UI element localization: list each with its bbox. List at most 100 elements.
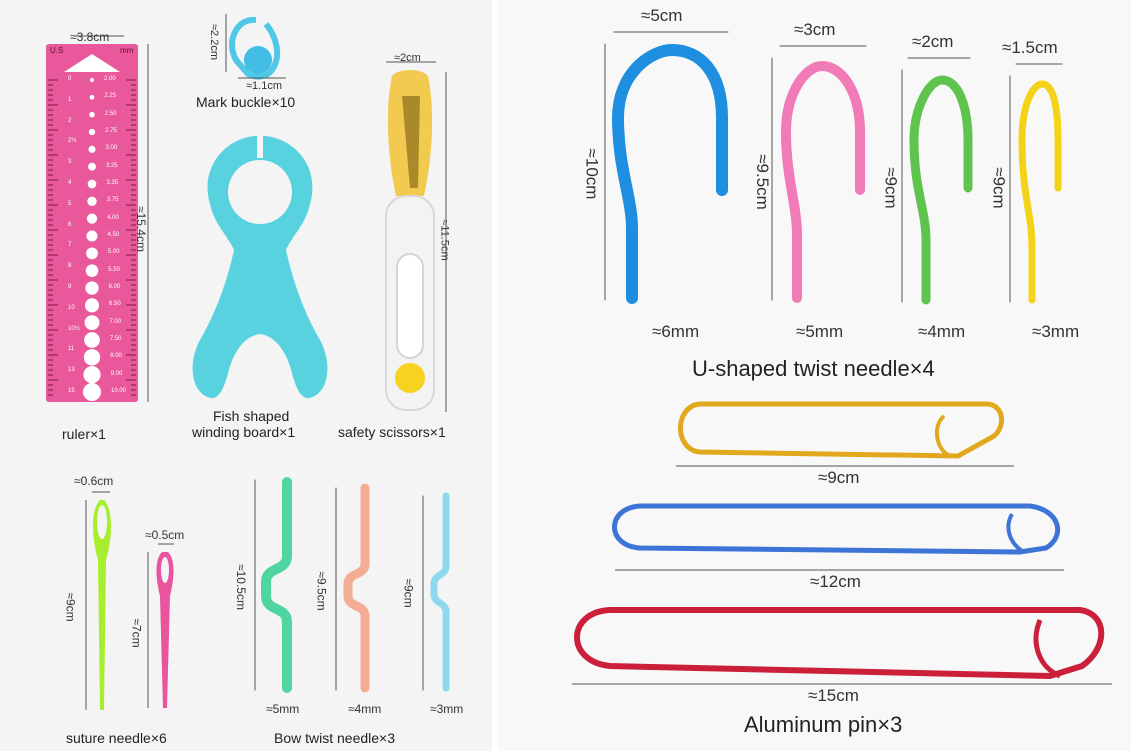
- ruler-gauge-hole: [83, 383, 101, 401]
- panel-divider: [492, 0, 498, 751]
- bow-needle2-diameter-label: ≈4mm: [348, 702, 382, 716]
- scissors-image: [385, 61, 447, 412]
- ruler-length-label: ≈15.4cm: [133, 206, 148, 252]
- mark-buckle-height-label: ≈2.2cm: [208, 24, 220, 60]
- ruler-us-size-label: 2½: [68, 138, 77, 145]
- mark-buckle-image: [225, 14, 286, 80]
- ruler-us-size-label: 13: [68, 367, 75, 374]
- aluminum-caption: Aluminum pin×3: [744, 712, 903, 737]
- bow-caption: Bow twist needle×3: [274, 730, 396, 746]
- ruler-mm-size-label: 4.00: [107, 214, 119, 221]
- u-shaped-needles-image: [604, 31, 1063, 305]
- ruler-caption: ruler×1: [62, 426, 106, 442]
- suture-needle2-width-label: ≈0.5cm: [145, 528, 185, 542]
- ruler-mm-size-label: 6.50: [109, 301, 121, 308]
- ruler-mm-size-label: 3.00: [105, 145, 118, 152]
- ruler-gauge-hole: [86, 213, 98, 224]
- ruler-gauge-hole: [88, 128, 96, 136]
- ruler-gauge-hole: [88, 145, 96, 153]
- ruler-us-size-label: 8: [68, 263, 72, 270]
- suture-caption: suture needle×6: [66, 730, 167, 746]
- u-needle2-length-label: ≈9.5cm: [752, 154, 772, 210]
- ruler-gauge-hole: [88, 162, 96, 171]
- u-needle3-diameter-label: ≈4mm: [918, 322, 966, 341]
- u-needle1-width-label: ≈5cm: [641, 6, 683, 25]
- ruler-us-size-label: 7: [68, 242, 72, 249]
- ruler-gauge-hole: [84, 315, 100, 331]
- ruler-us-size-label: 1: [68, 96, 72, 103]
- ruler-mm-size-label: 3.75: [106, 197, 119, 204]
- aluminum-pins-image: [572, 401, 1112, 685]
- u-needle1-length-label: ≈10cm: [582, 148, 602, 200]
- ruler-mm-size-label: 7.00: [109, 318, 122, 325]
- bow-needle3-diameter-label: ≈3mm: [430, 702, 464, 716]
- suture-needle1-length-label: ≈9cm: [63, 592, 78, 622]
- scissors-width-label: ≈2cm: [394, 52, 421, 64]
- u-needle3-length-label: ≈9cm: [881, 167, 901, 209]
- u-needle4-width-label: ≈1.5cm: [1002, 38, 1058, 57]
- ruler-gauge-hole: [87, 179, 97, 189]
- ruler-ticks: [48, 79, 136, 396]
- ruler-mm-size-label: 5.00: [107, 249, 120, 256]
- suture-needles-image: [85, 491, 174, 710]
- ruler-us-unit: U.S: [50, 46, 64, 55]
- ruler-us-size-label: 9: [68, 284, 72, 290]
- u-needle2-diameter-label: ≈5mm: [796, 322, 844, 341]
- pin3-length-label: ≈15cm: [808, 686, 859, 705]
- ruler-mm-unit: mm: [120, 46, 134, 55]
- bow-twist-needles-image: [254, 477, 450, 693]
- ruler-us-size-label: 10½: [68, 325, 80, 332]
- scissors-caption: safety scissors×1: [338, 424, 446, 440]
- ruler-us-size-label: 3: [68, 159, 72, 166]
- ruler-gauge-hole: [83, 366, 101, 384]
- ruler-image: [46, 35, 149, 402]
- u-needle3-width-label: ≈2cm: [912, 32, 954, 51]
- ruler-us-size-label: 0: [68, 76, 72, 82]
- ruler-gauge-hole: [86, 247, 98, 260]
- ruler-mm-size-label: 2.00: [104, 76, 116, 82]
- ruler-gauge-hole: [85, 281, 99, 295]
- bow-needle2-length-label: ≈9.5cm: [314, 571, 329, 611]
- ruler-us-size-label: 4: [68, 180, 72, 186]
- fish-board-image: [192, 132, 328, 399]
- mark-buckle-caption: Mark buckle×10: [196, 94, 296, 110]
- pin2-length-label: ≈12cm: [810, 572, 861, 591]
- u-needle4-length-label: ≈9cm: [989, 167, 1009, 209]
- suture-needle2-length-label: ≈7cm: [129, 618, 144, 648]
- ruler-gauge-hole: [85, 264, 99, 277]
- ruler-gauge-hole: [84, 298, 100, 313]
- ruler-mm-size-label: 10.00: [111, 388, 127, 394]
- ruler-us-size-label: 15: [68, 388, 75, 394]
- ruler-gauge-hole: [86, 230, 98, 242]
- pin1-length-label: ≈9cm: [818, 468, 860, 487]
- u-needle1-diameter-label: ≈6mm: [652, 322, 700, 341]
- ruler-triangle-cutout: [64, 54, 120, 72]
- ruler-gauge-hole: [90, 78, 94, 82]
- ruler-mm-size-label: 3.25: [105, 162, 118, 169]
- ruler-gauge-hole: [83, 349, 101, 366]
- ruler-mm-size-label: 7.50: [109, 336, 122, 342]
- u-needle4-diameter-label: ≈3mm: [1032, 322, 1080, 341]
- ruler-gauge-hole: [89, 111, 95, 118]
- u-needle2-width-label: ≈3cm: [794, 20, 836, 39]
- fish-board-caption-line1: Fish shaped: [213, 408, 290, 424]
- ruler-us-size-label: 11: [68, 346, 75, 353]
- ruler-mm-size-label: 2.75: [105, 128, 117, 134]
- ruler-mm-size-label: 9.00: [110, 370, 123, 377]
- ruler-width-label: ≈3.8cm: [70, 30, 110, 44]
- ruler-us-size-label: 5: [68, 200, 72, 207]
- u-shaped-caption: U-shaped twist needle×4: [692, 356, 935, 381]
- ruler-mm-size-label: 3.35: [106, 180, 119, 186]
- scissors-length-label: ≈11.5cm: [438, 219, 451, 261]
- bow-needle1-diameter-label: ≈5mm: [266, 702, 300, 716]
- ruler-mm-size-label: 6.00: [108, 284, 121, 290]
- ruler-mm-size-label: 5.50: [108, 266, 120, 273]
- ruler-us-size-label: 2: [68, 117, 72, 124]
- ruler-gauge-holes: [83, 78, 101, 401]
- bow-needle3-length-label: ≈9cm: [401, 578, 416, 608]
- ruler-gauge-hole: [84, 332, 100, 348]
- fish-board-caption-line2: winding board×1: [192, 424, 296, 440]
- ruler-gauge-hole: [87, 196, 97, 207]
- suture-needle1-width-label: ≈0.6cm: [74, 474, 114, 488]
